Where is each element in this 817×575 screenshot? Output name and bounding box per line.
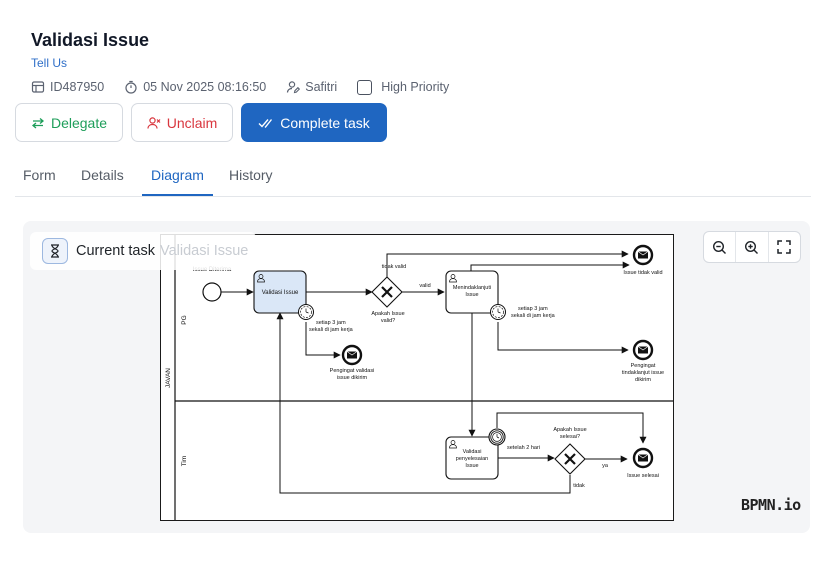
high-priority-checkbox[interactable] — [357, 79, 373, 95]
complete-task-button[interactable]: Complete task — [241, 103, 387, 142]
tab-diagram[interactable]: Diagram — [151, 167, 204, 183]
end-event-issue-selesai[interactable] — [632, 447, 654, 469]
zoom-out-button[interactable] — [704, 232, 735, 262]
assignee-name: Safitri — [305, 80, 338, 94]
high-priority-label: High Priority — [381, 80, 450, 94]
task-id: ID487950 — [31, 80, 104, 94]
menindaklanjuti-label-2: Issue — [465, 292, 478, 298]
gateway-valid-label-2: valid? — [381, 318, 395, 324]
fullscreen-icon — [777, 240, 792, 254]
timer-boundary-3[interactable] — [488, 428, 506, 446]
gateway-selesai-label-2: selesai? — [560, 434, 580, 440]
penyelesaian-label-1: Validasi — [463, 449, 482, 455]
user-task-icon — [257, 274, 265, 283]
unclaim-label: Unclaim — [166, 114, 218, 131]
task-validasi-issue[interactable]: Validasi Issue — [253, 270, 307, 314]
gateway-valid-label-1: Apakah Issue — [371, 311, 404, 317]
flow-label-ya: ya — [602, 463, 609, 469]
task-id-text: ID487950 — [50, 80, 105, 94]
timer-3-label: setelah 2 hari — [507, 445, 540, 451]
unclaim-button[interactable]: Unclaim — [131, 103, 233, 142]
task-datetime: 05 Nov 2025 08:16:50 — [124, 80, 266, 94]
fullscreen-button[interactable] — [767, 232, 800, 262]
delegate-label: Delegate — [50, 114, 108, 131]
pengingat-tindaklanjut-label-2: tindaklanjut issue — [622, 370, 664, 376]
issue-tidak-valid-label: Issue tidak valid — [623, 270, 662, 276]
gateway-issue-valid[interactable] — [371, 276, 403, 308]
page-title: Validasi Issue — [31, 30, 150, 50]
task-validasi-penyelesaian[interactable]: Validasi penyelesaian Issue — [445, 436, 499, 480]
complete-task-label: Complete task — [280, 114, 370, 131]
task-meta: ID487950 05 Nov 2025 08:16:50 Safitri Hi… — [31, 79, 469, 95]
high-priority[interactable]: High Priority — [357, 79, 450, 95]
bpmn-io-logo[interactable]: BPMN.io — [741, 496, 801, 514]
gateway-selesai-label-1: Apakah Issue — [553, 427, 586, 433]
user-task-icon — [449, 274, 457, 283]
end-event-pengingat-tindaklanjut[interactable] — [632, 339, 654, 361]
flow-label-tidak: tidak — [573, 483, 585, 489]
flow-label-valid: valid — [419, 283, 430, 289]
gateway-issue-selesai[interactable] — [554, 443, 586, 475]
menindaklanjuti-label-1: Menindaklanjuti — [453, 285, 491, 291]
timer-1-label-line2: sekali di jam kerja — [309, 327, 354, 333]
pool: JAVAN PG Tim — [165, 235, 673, 520]
active-tab-indicator — [142, 194, 213, 196]
swap-arrows-icon — [31, 116, 45, 130]
flow-label-tidak-valid: tidak valid — [382, 264, 406, 270]
pool-label: JAVAN — [165, 368, 172, 388]
end-event-issue-tidak-valid[interactable] — [632, 244, 654, 266]
user-edit-icon — [286, 80, 301, 94]
zoom-out-icon — [713, 240, 727, 254]
pengingat-tindaklanjut-label-3: dikirim — [635, 377, 651, 383]
current-task-name: Validasi Issue — [159, 243, 249, 259]
tab-history[interactable]: History — [229, 167, 273, 183]
start-event-label: Issue Diterima — [193, 267, 232, 273]
end-event-pengingat-validasi[interactable] — [341, 344, 363, 366]
current-task-label: Current task — [76, 243, 155, 259]
task-datetime-text: 05 Nov 2025 08:16:50 — [143, 80, 267, 94]
process-subtitle: Tell Us — [31, 56, 68, 70]
penyelesaian-label-3: Issue — [465, 463, 478, 469]
penyelesaian-label-2: penyelesaian — [456, 456, 488, 462]
current-task-badge: Current task Validasi Issue — [30, 232, 257, 270]
timer-2-label-line2: sekali di jam kerja — [511, 313, 556, 319]
pengingat-validasi-label-2: issue dikirim — [337, 375, 368, 381]
user-remove-icon — [147, 116, 161, 130]
timer-boundary-1[interactable] — [298, 304, 314, 320]
start-event[interactable] — [202, 282, 222, 302]
zoom-in-icon — [745, 240, 759, 254]
id-card-icon — [31, 80, 45, 94]
double-check-icon — [258, 116, 274, 130]
issue-selesai-label: Issue selesai — [627, 473, 659, 479]
pengingat-tindaklanjut-label-1: Pengingat — [631, 363, 656, 369]
bpmn-canvas[interactable]: JAVAN PG Tim Issue Diterima — [160, 234, 674, 521]
zoom-controls — [703, 231, 801, 263]
task-assignee: Safitri — [286, 80, 337, 94]
stopwatch-icon — [124, 80, 138, 94]
tab-bar: Form Details Diagram History — [15, 157, 811, 197]
pengingat-validasi-label-1: Pengingat validasi — [330, 368, 375, 374]
tab-form[interactable]: Form — [23, 167, 56, 183]
lane-label-pg: PG — [181, 315, 188, 324]
timer-1-label-line1: setiap 3 jam — [316, 320, 346, 326]
task-validasi-issue-label: Validasi Issue — [262, 290, 299, 296]
bpmn-diagram: JAVAN PG Tim Issue Diterima — [165, 235, 673, 520]
user-task-icon — [449, 440, 457, 449]
sequence-flows — [221, 250, 647, 494]
task-menindaklanjuti-issue[interactable]: Menindaklanjuti Issue — [445, 270, 499, 314]
lane-label-tim: Tim — [181, 456, 188, 467]
tab-details[interactable]: Details — [81, 167, 124, 183]
zoom-in-button[interactable] — [735, 232, 767, 262]
hourglass-icon — [42, 238, 68, 264]
delegate-button[interactable]: Delegate — [15, 103, 123, 142]
timer-boundary-2[interactable] — [490, 304, 506, 320]
timer-2-label-line1: setiap 3 jam — [518, 306, 548, 312]
